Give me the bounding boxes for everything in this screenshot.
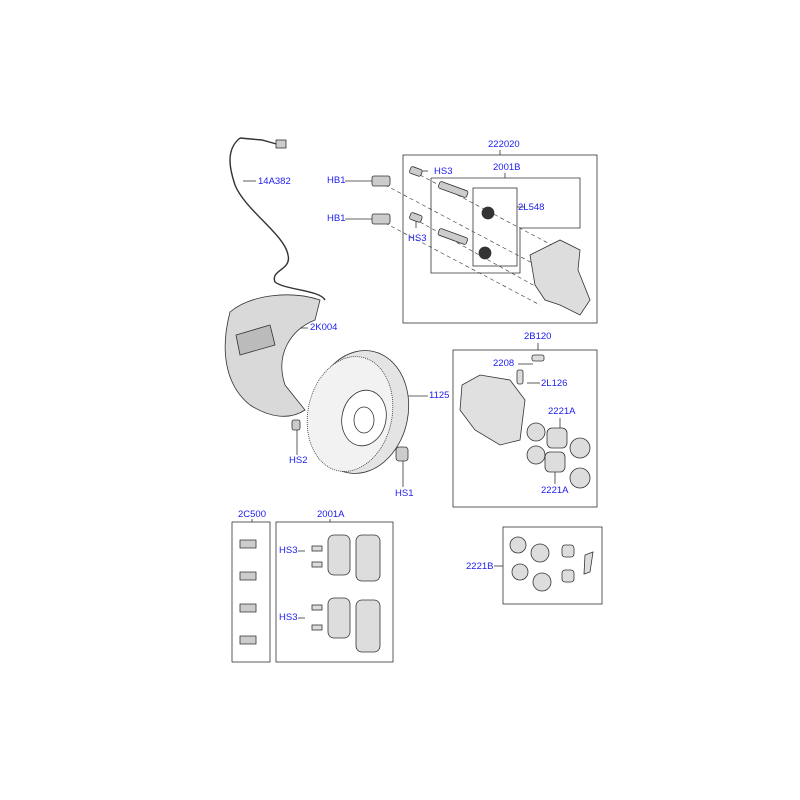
label-2b120[interactable]: 2B120 xyxy=(524,331,552,342)
label-1125[interactable]: 1125 xyxy=(429,390,450,401)
label-hb1-bottom[interactable]: HB1 xyxy=(327,213,346,224)
wear-sensor-cable xyxy=(229,137,326,301)
pad-clips xyxy=(239,539,257,645)
seal-kit-parts xyxy=(509,536,594,592)
label-2221b[interactable]: 2221B xyxy=(466,561,494,572)
label-2c500[interactable]: 2C500 xyxy=(238,509,266,520)
caliper-carrier xyxy=(529,239,591,316)
label-hb1-top[interactable]: HB1 xyxy=(327,175,346,186)
label-hs3-pad-upper[interactable]: HS3 xyxy=(279,545,298,556)
caliper-body xyxy=(459,374,526,446)
pistons-seals xyxy=(516,354,591,489)
label-2221a-lower[interactable]: 2221A xyxy=(541,485,569,496)
label-hs3-middle[interactable]: HS3 xyxy=(408,233,427,244)
label-2k004[interactable]: 2K004 xyxy=(310,322,338,333)
label-222020[interactable]: 222020 xyxy=(488,139,520,150)
label-14a382[interactable]: 14A382 xyxy=(258,176,291,187)
wear-sensor-connector xyxy=(275,139,287,149)
bushing-box xyxy=(472,187,518,267)
brake-pads xyxy=(311,534,381,653)
label-2221a-upper[interactable]: 2221A xyxy=(548,406,576,417)
bolts xyxy=(291,166,495,462)
splash-shield xyxy=(224,294,321,417)
label-2001b[interactable]: 2001B xyxy=(493,162,521,173)
label-hs3-top[interactable]: HS3 xyxy=(434,166,453,177)
label-hs2[interactable]: HS2 xyxy=(289,455,308,466)
label-hs1[interactable]: HS1 xyxy=(395,488,414,499)
label-2001a[interactable]: 2001A xyxy=(317,509,345,520)
pad-kit-box xyxy=(275,521,394,663)
label-2l548[interactable]: 2L548 xyxy=(518,202,545,213)
clip-kit-box xyxy=(231,521,271,663)
label-hs3-pad-lower[interactable]: HS3 xyxy=(279,612,298,623)
label-2208[interactable]: 2208 xyxy=(493,358,515,369)
seal-kit-box xyxy=(502,526,603,605)
label-2l126[interactable]: 2L126 xyxy=(541,378,568,389)
caliper-box xyxy=(452,349,598,508)
brake-disc xyxy=(306,350,410,474)
